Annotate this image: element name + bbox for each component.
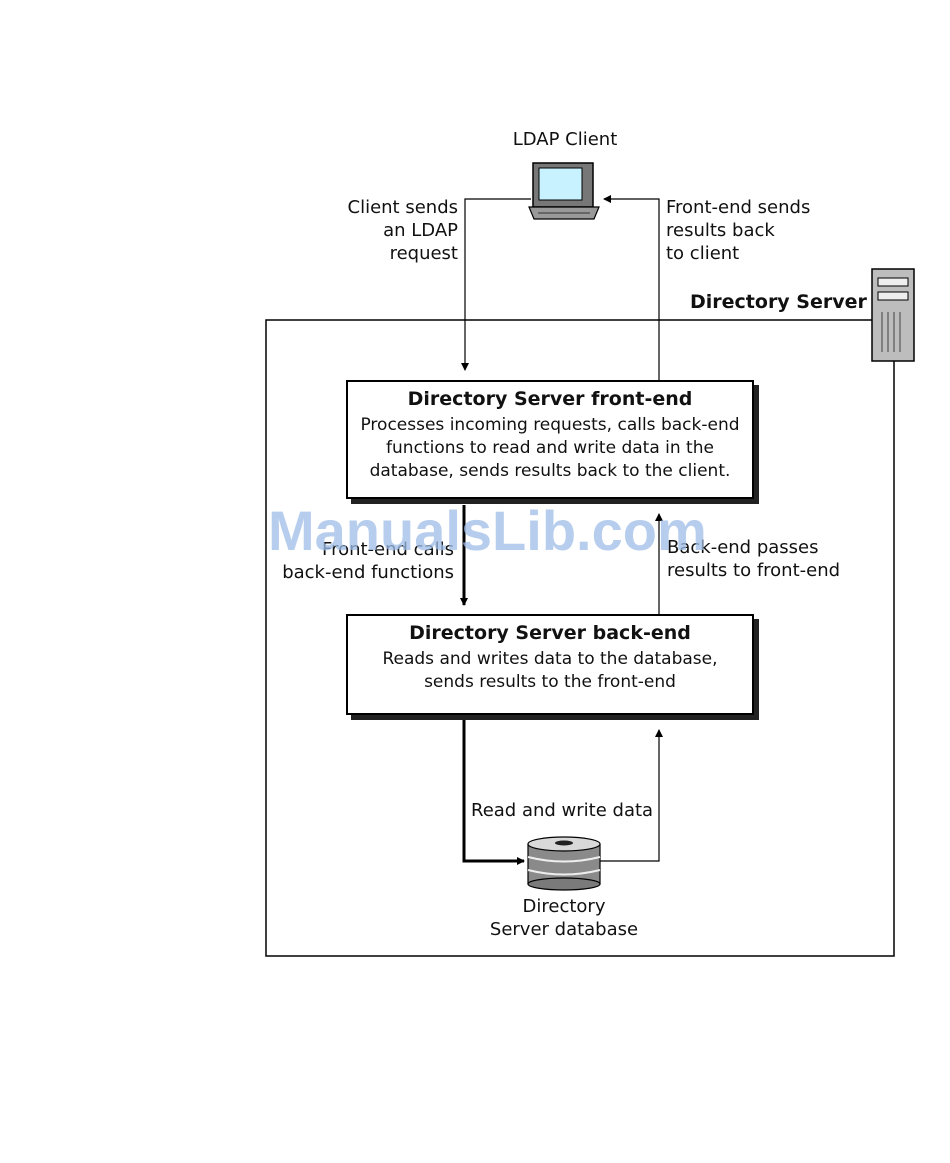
frontend-title: Directory Server front-end — [407, 388, 693, 410]
watermark: ManualsLib.com — [268, 499, 707, 562]
backend-box: Directory Server back-end Reads and writ… — [346, 614, 754, 715]
backend-title: Directory Server back-end — [409, 622, 691, 644]
server-tower-icon — [871, 268, 915, 362]
backend-to-db-arrow — [462, 720, 525, 865]
computer-monitor-icon — [528, 162, 600, 220]
client-request-label: Client sends an LDAP request — [347, 197, 459, 264]
frontend-box: Directory Server front-end Processes inc… — [346, 380, 754, 499]
directory-server-title: Directory Server — [690, 291, 867, 313]
results-back-arrow — [603, 195, 660, 380]
server-frame — [265, 319, 895, 957]
frontend-description: Processes incoming requests, calls back-… — [360, 415, 740, 481]
db-to-backend-arrow — [600, 729, 663, 862]
backend-description: Reads and writes data to the database, s… — [382, 649, 718, 692]
read-write-label: Read and write data — [471, 800, 654, 821]
ldap-client-label: LDAP Client — [512, 129, 618, 150]
database-label: Directory Server database — [489, 896, 639, 940]
calls-backend-label: Front-end calls back-end functions — [282, 539, 454, 583]
request-arrow — [461, 198, 531, 371]
results-back-label: Front-end sends results back to client — [666, 197, 811, 264]
passes-results-label: Back-end passes results to front-end — [667, 537, 841, 581]
database-cylinder-icon — [527, 836, 601, 891]
